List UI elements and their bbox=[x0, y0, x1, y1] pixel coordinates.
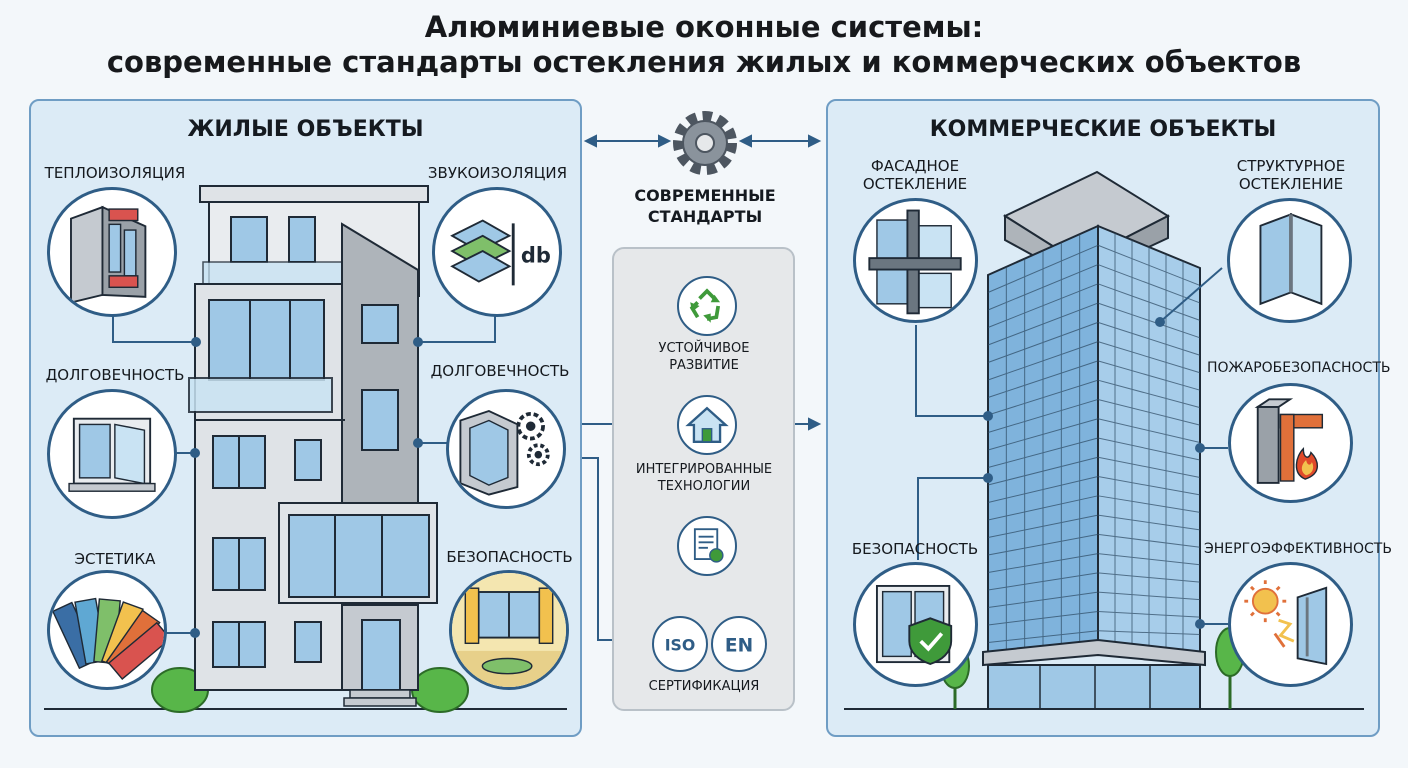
label-aesthetics: ЭСТЕТИКА bbox=[74, 550, 156, 568]
center-heading: СОВРЕМЕННЫЕ СТАНДАРТЫ bbox=[605, 186, 805, 228]
label-facade-line-2: ОСТЕКЛЕНИЕ bbox=[862, 175, 968, 193]
label-structural: СТРУКТУРНОЕ ОСТЕКЛЕНИЕ bbox=[1216, 157, 1366, 193]
label-fire-safety: ПОЖАРОБЕЗОПАСНОСТЬ bbox=[1207, 360, 1391, 376]
page-title: Алюминиевые оконные системы: современные… bbox=[0, 10, 1408, 80]
commercial-title: КОММЕРЧЕСКИЕ ОБЪЕКТЫ bbox=[929, 117, 1277, 142]
iso-text: ISO bbox=[665, 636, 696, 655]
fire-resistant-profile-icon bbox=[1228, 383, 1353, 503]
label-energy: ЭНЕРГОЭФФЕКТИВНОСТЬ bbox=[1204, 541, 1392, 557]
label-sustainability-line-2: РАЗВИТИЕ bbox=[669, 357, 739, 373]
label-structural-line-2: ОСТЕКЛЕНИЕ bbox=[1238, 175, 1344, 193]
label-integrated-tech-line-1: ИНТЕГРИРОВАННЫЕ bbox=[635, 462, 773, 477]
recycle-icon bbox=[677, 276, 737, 336]
color-palette-icon bbox=[47, 570, 167, 690]
gear-icon bbox=[673, 111, 737, 175]
structural-glass-icon bbox=[1227, 198, 1352, 323]
label-thermal: ТЕПЛОИЗОЛЯЦИЯ bbox=[44, 164, 186, 182]
label-integrated-tech-line-2: ТЕХНОЛОГИИ bbox=[657, 478, 751, 494]
window-durability-icon bbox=[47, 389, 177, 519]
sound-db-text: db bbox=[521, 243, 551, 267]
title-line-1: Алюминиевые оконные системы: bbox=[424, 10, 984, 44]
security-window-icon bbox=[853, 562, 978, 687]
en-badge: EN bbox=[711, 616, 767, 672]
label-sustainability-line-1: УСТОЙЧИВОЕ bbox=[658, 341, 750, 356]
title-line-2: современные стандарты остекления жилых и… bbox=[106, 44, 1302, 79]
facade-mullion-icon bbox=[853, 198, 978, 323]
label-safety-commercial: БЕЗОПАСНОСТЬ bbox=[851, 540, 979, 558]
center-heading-line-2: СТАНДАРТЫ bbox=[647, 206, 763, 226]
smart-home-icon bbox=[677, 395, 737, 455]
en-text: EN bbox=[725, 635, 753, 656]
energy-efficient-glass-icon bbox=[1228, 562, 1353, 687]
label-structural-line-1: СТРУКТУРНОЕ bbox=[1236, 157, 1346, 175]
label-certification: СЕРТИФИКАЦИЯ bbox=[648, 679, 760, 694]
certificate-icon bbox=[677, 516, 737, 576]
label-sound: ЗВУКОИЗОЛЯЦИЯ bbox=[427, 164, 568, 182]
profile-gears-icon bbox=[446, 389, 566, 509]
thermal-profile-icon bbox=[47, 187, 177, 317]
iso-badge: ISO bbox=[652, 616, 708, 672]
label-durability-right: ДОЛГОВЕЧНОСТЬ bbox=[430, 362, 570, 380]
center-heading-line-1: СОВРЕМЕННЫЕ bbox=[634, 186, 776, 205]
interior-window-icon bbox=[449, 570, 569, 690]
label-safety-residential: БЕЗОПАСНОСТЬ bbox=[446, 548, 573, 566]
label-sustainability: УСТОЙЧИВОЕ РАЗВИТИЕ bbox=[615, 341, 793, 375]
residential-title: ЖИЛЫЕ ОБЪЕКТЫ bbox=[187, 117, 424, 142]
label-integrated-tech: ИНТЕГРИРОВАННЫЕ ТЕХНОЛОГИИ bbox=[615, 462, 793, 496]
label-durability-left: ДОЛГОВЕЧНОСТЬ bbox=[45, 366, 185, 384]
label-facade: ФАСАДНОЕ ОСТЕКЛЕНИЕ bbox=[840, 157, 990, 193]
label-facade-line-1: ФАСАДНОЕ bbox=[870, 157, 960, 175]
sound-insulation-icon: db bbox=[432, 187, 562, 317]
